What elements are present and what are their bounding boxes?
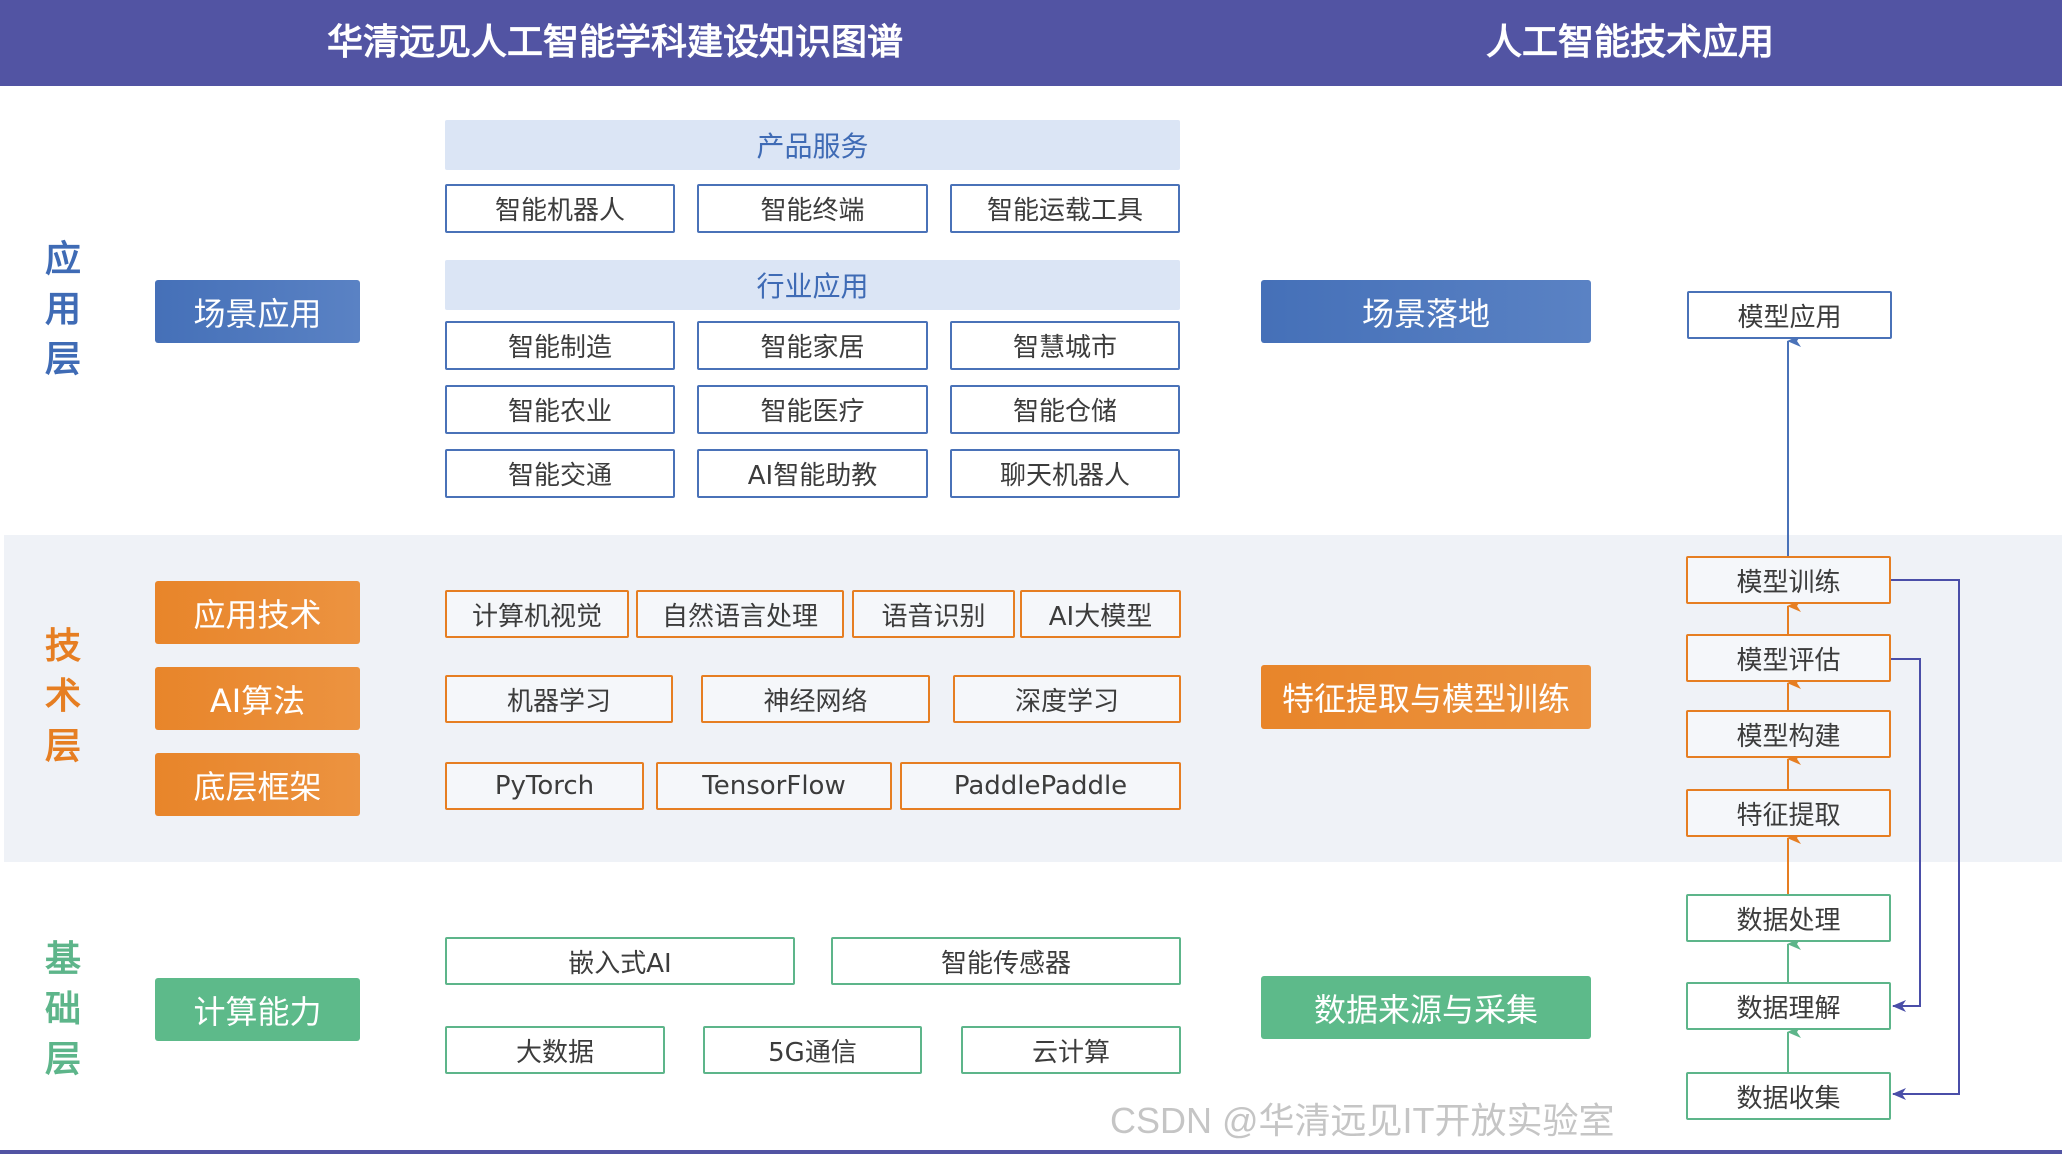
framework-item[interactable]: PyTorch xyxy=(445,762,644,810)
header-bar xyxy=(0,0,2062,86)
industry-item[interactable]: 智慧城市 xyxy=(950,321,1180,370)
industry-item[interactable]: 智能医疗 xyxy=(697,385,928,434)
framework-item[interactable]: PaddlePaddle xyxy=(900,762,1181,810)
step-model-training[interactable]: 模型训练 xyxy=(1686,556,1891,604)
foundation-item[interactable]: 嵌入式AI xyxy=(445,937,795,985)
category-framework[interactable]: 底层框架 xyxy=(155,753,360,816)
layer-char: 应 xyxy=(44,239,81,280)
applied-tech-item[interactable]: 自然语言处理 xyxy=(636,590,844,638)
product-item[interactable]: 智能终端 xyxy=(697,184,928,233)
layer-char: 用 xyxy=(44,289,81,330)
product-services-header: 产品服务 xyxy=(445,120,1180,170)
category-scene-application[interactable]: 场景应用 xyxy=(155,280,360,343)
foundation-item[interactable]: 5G通信 xyxy=(703,1026,922,1074)
industry-applications-header: 行业应用 xyxy=(445,260,1180,310)
step-feature-extraction[interactable]: 特征提取 xyxy=(1686,789,1891,837)
main-title: 华清远见人工智能学科建设知识图谱 xyxy=(326,22,903,63)
category-applied-tech[interactable]: 应用技术 xyxy=(155,581,360,644)
step-data-collection[interactable]: 数据收集 xyxy=(1686,1072,1891,1120)
category-compute[interactable]: 计算能力 xyxy=(155,978,360,1041)
step-model-building[interactable]: 模型构建 xyxy=(1686,710,1891,758)
bottom-bar xyxy=(0,1150,2062,1154)
algorithm-item[interactable]: 深度学习 xyxy=(953,675,1181,723)
layer-char: 层 xyxy=(44,1039,81,1080)
product-item[interactable]: 智能运载工具 xyxy=(950,184,1180,233)
stage-feature-training[interactable]: 特征提取与模型训练 xyxy=(1261,665,1591,729)
stage-data-collection[interactable]: 数据来源与采集 xyxy=(1261,976,1591,1039)
applied-tech-item[interactable]: 计算机视觉 xyxy=(445,590,629,638)
layer-char: 层 xyxy=(44,726,81,767)
industry-item[interactable]: 智能农业 xyxy=(445,385,675,434)
framework-item[interactable]: TensorFlow xyxy=(656,762,892,810)
layer-char: 术 xyxy=(44,676,81,717)
layer-label-technology: 技 术 层 xyxy=(38,622,88,772)
industry-item[interactable]: 智能仓储 xyxy=(950,385,1180,434)
step-data-processing[interactable]: 数据处理 xyxy=(1686,894,1891,942)
feedback-evaluation-to-understanding xyxy=(1891,658,1921,1012)
layer-char: 技 xyxy=(44,626,81,667)
foundation-item[interactable]: 云计算 xyxy=(961,1026,1181,1074)
foundation-item[interactable]: 大数据 xyxy=(445,1026,665,1074)
layer-char: 层 xyxy=(44,339,81,380)
applied-tech-item[interactable]: 语音识别 xyxy=(852,590,1015,638)
layer-char: 础 xyxy=(44,989,81,1030)
applied-tech-item[interactable]: AI大模型 xyxy=(1020,590,1181,638)
csdn-watermark: CSDN @华清远见IT开放实验室 xyxy=(1110,1100,1615,1141)
foundation-item[interactable]: 智能传感器 xyxy=(831,937,1181,985)
industry-item[interactable]: AI智能助教 xyxy=(697,449,928,498)
right-title: 人工智能技术应用 xyxy=(1485,22,1774,63)
industry-item[interactable]: 聊天机器人 xyxy=(950,449,1180,498)
step-model-application[interactable]: 模型应用 xyxy=(1687,291,1892,339)
layer-label-foundation: 基 础 层 xyxy=(38,935,88,1085)
industry-item[interactable]: 智能交通 xyxy=(445,449,675,498)
industry-item[interactable]: 智能家居 xyxy=(697,321,928,370)
stage-deployment[interactable]: 场景落地 xyxy=(1261,280,1591,343)
step-data-understanding[interactable]: 数据理解 xyxy=(1686,982,1891,1030)
product-item[interactable]: 智能机器人 xyxy=(445,184,675,233)
layer-label-application: 应 用 层 xyxy=(38,235,88,385)
step-model-evaluation[interactable]: 模型评估 xyxy=(1686,634,1891,682)
industry-item[interactable]: 智能制造 xyxy=(445,321,675,370)
feedback-training-to-collection xyxy=(1891,579,1960,1100)
layer-char: 基 xyxy=(44,939,81,980)
category-ai-algorithm[interactable]: AI算法 xyxy=(155,667,360,730)
algorithm-item[interactable]: 神经网络 xyxy=(701,675,930,723)
algorithm-item[interactable]: 机器学习 xyxy=(445,675,673,723)
